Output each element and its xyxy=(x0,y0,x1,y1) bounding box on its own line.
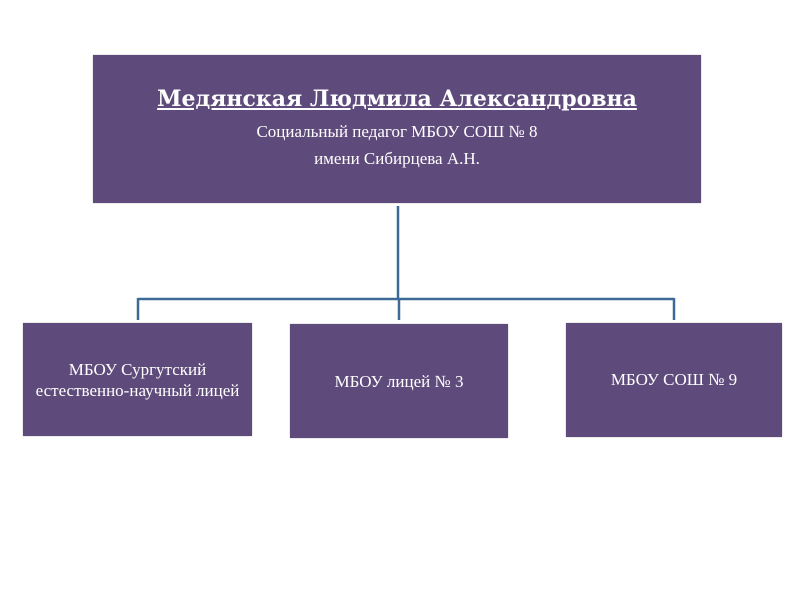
child-node-surgut-lyceum: МБОУ Сургутский естественно-научный лице… xyxy=(23,323,252,436)
child-label: МБОУ лицей № 3 xyxy=(334,371,464,391)
root-position-line1: Социальный педагог МБОУ СОШ № 8 xyxy=(256,122,538,141)
root-name: Медянская Людмила Александровна xyxy=(157,86,637,112)
child-label: МБОУ СОШ № 9 xyxy=(610,370,738,389)
child-node-lyceum-3: МБОУ лицей № 3 xyxy=(290,324,508,438)
child-node-school-9: МБОУ СОШ № 9 xyxy=(566,323,782,437)
root-position-line2: имени Сибирцева А.Н. xyxy=(314,149,480,168)
child-label: МБОУ Сургутский естественно-научный лице… xyxy=(35,359,240,400)
root-node: Медянская Людмила Александровна Социальн… xyxy=(93,55,701,203)
